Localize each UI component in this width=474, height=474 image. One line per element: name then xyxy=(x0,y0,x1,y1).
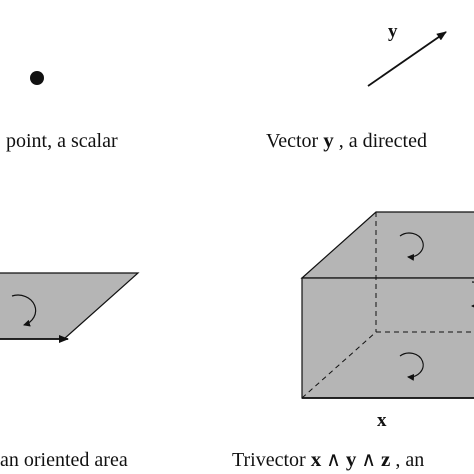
scalar-point xyxy=(30,71,44,85)
trivector-caption: Trivector x ∧ y ∧ z , an xyxy=(232,447,424,471)
vector-symbol-label: y xyxy=(388,21,398,42)
cube-hidden-edge-diagonal xyxy=(301,331,377,399)
bivector-parallelogram xyxy=(0,272,140,340)
vector-caption: Vector y , a directed xyxy=(266,128,427,152)
trivector-caption-wedge2: ∧ xyxy=(361,449,381,471)
bivector-caption: an oriented area xyxy=(0,449,128,471)
trivector-caption-x: x xyxy=(311,447,322,471)
trivector-caption-prefix: Trivector xyxy=(232,449,311,471)
vector-caption-symbol: y xyxy=(323,128,334,152)
circular-arrow-icon xyxy=(399,232,424,261)
trivector-caption-z: z xyxy=(381,447,390,471)
cube-top-face xyxy=(300,211,474,279)
trivector-caption-wedge1: ∧ xyxy=(326,449,346,471)
scalar-caption: point, a scalar xyxy=(6,130,118,152)
trivector-cube xyxy=(300,211,474,399)
cube-axis-label: x xyxy=(377,410,387,431)
circular-arrow-icon xyxy=(11,294,37,327)
cube-front-face xyxy=(301,277,474,399)
circular-arrow-icon xyxy=(399,352,424,381)
trivector-caption-suffix: , an xyxy=(395,449,424,471)
vector-arrow-icon xyxy=(367,31,447,87)
trivector-caption-y: y xyxy=(346,447,357,471)
vector-caption-prefix: Vector xyxy=(266,130,323,152)
vector-caption-suffix: , a directed xyxy=(339,130,427,152)
